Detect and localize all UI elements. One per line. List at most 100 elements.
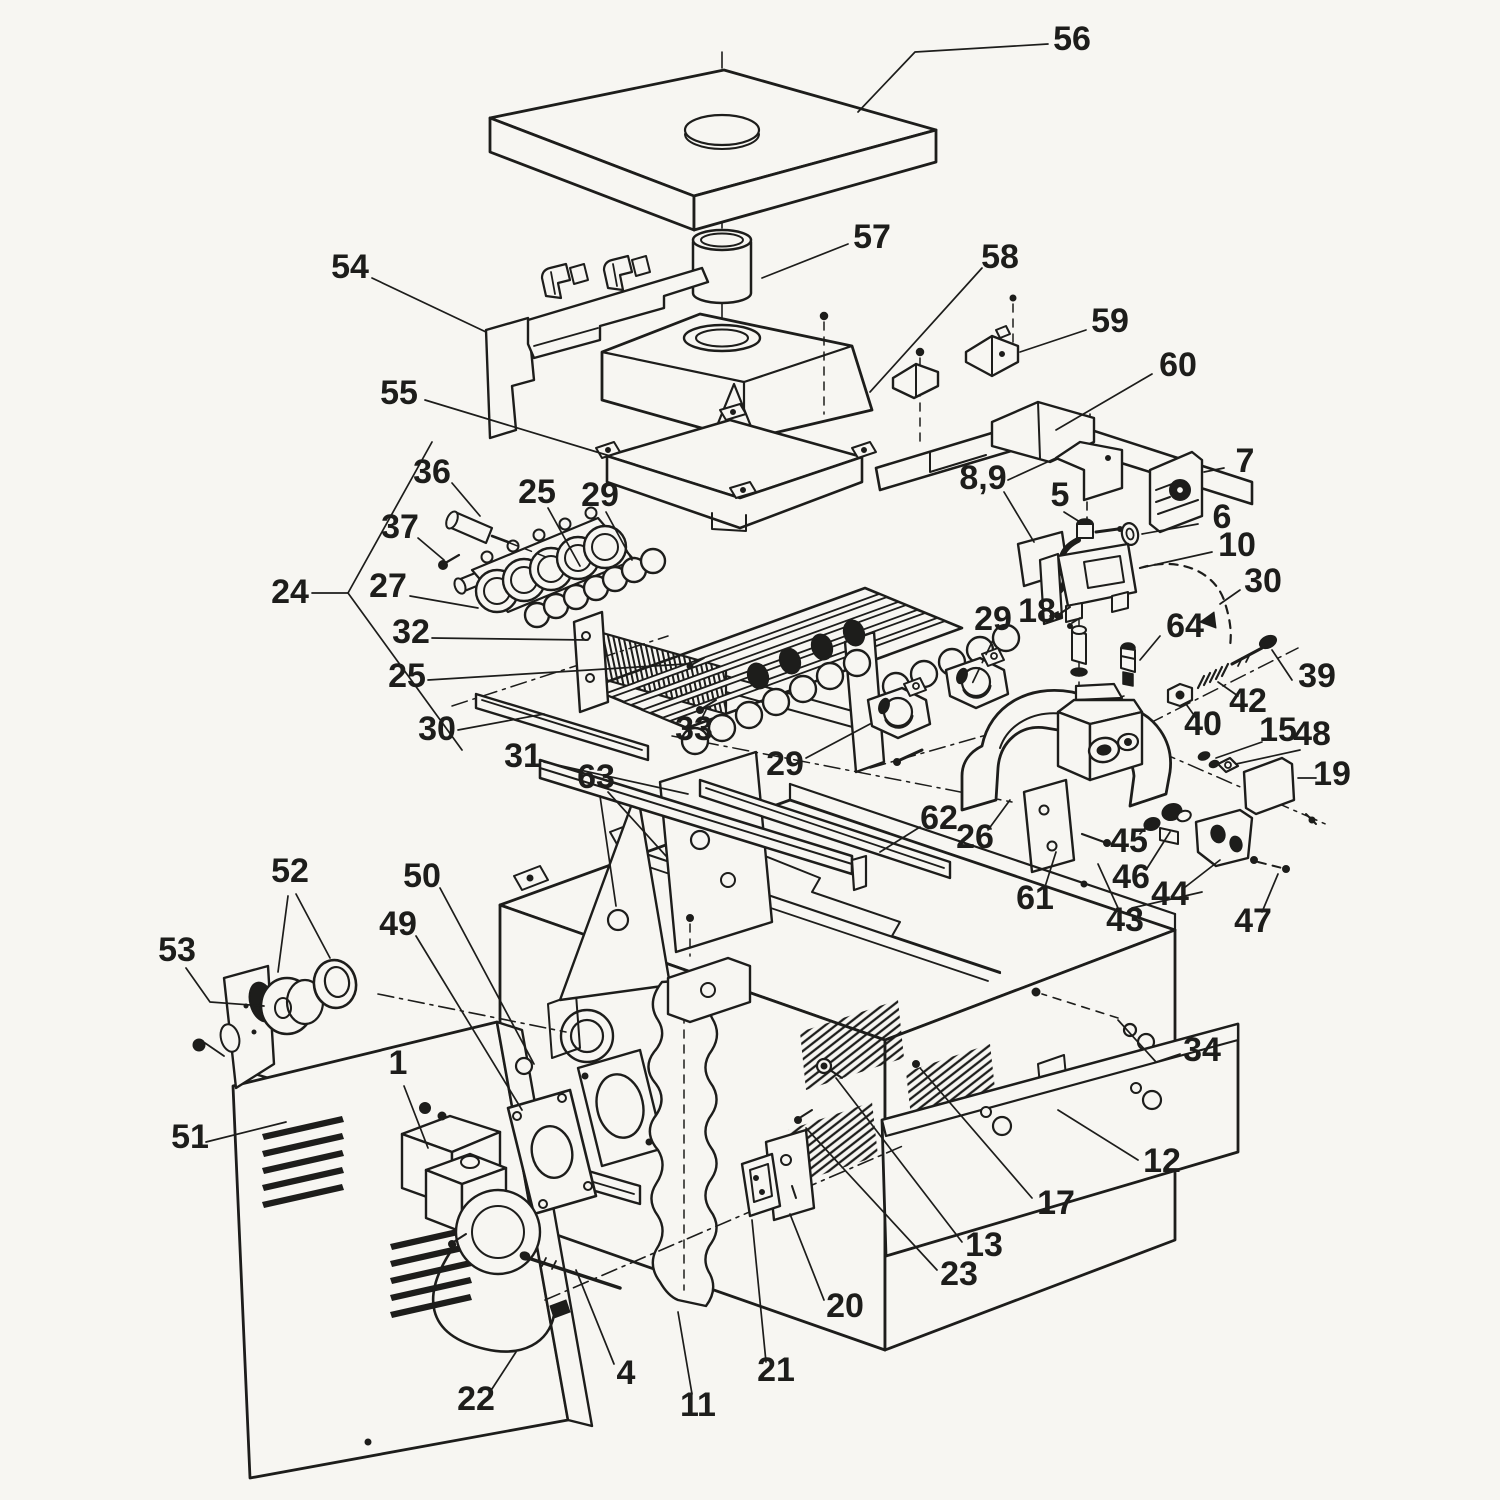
part-burner-manifold bbox=[438, 506, 667, 629]
callout-51 bbox=[205, 1121, 287, 1143]
part-top-panel-56 bbox=[488, 68, 938, 232]
part-label-32: 32 bbox=[392, 613, 430, 651]
part-label-17: 17 bbox=[1037, 1184, 1075, 1222]
callout-8,9 bbox=[1003, 457, 1057, 543]
part-label-52: 52 bbox=[271, 852, 309, 890]
part-label-21: 21 bbox=[757, 1351, 795, 1389]
callout-29-2 bbox=[971, 639, 994, 685]
callout-18 bbox=[1049, 611, 1059, 617]
part-switch-parts-13-20-21-23 bbox=[544, 1057, 906, 1301]
part-label-36: 36 bbox=[413, 453, 451, 491]
callout-13 bbox=[835, 1077, 963, 1243]
part-rail-62 bbox=[698, 778, 952, 880]
part-label-61: 61 bbox=[1016, 879, 1054, 917]
callout-20 bbox=[789, 1213, 825, 1301]
part-label-18: 18 bbox=[1018, 592, 1056, 630]
callout-21 bbox=[751, 1219, 767, 1363]
part-label-4: 4 bbox=[617, 1354, 636, 1392]
callout-45 bbox=[1139, 819, 1153, 835]
callout-4 bbox=[575, 1269, 615, 1365]
callout-27 bbox=[409, 595, 479, 609]
part-label-12: 12 bbox=[1143, 1142, 1181, 1180]
callout-59 bbox=[1019, 329, 1087, 353]
callout-24 bbox=[311, 441, 463, 751]
part-label-25-2: 25 bbox=[388, 657, 426, 695]
callout-50 bbox=[439, 887, 535, 1065]
part-collector-box-55 bbox=[595, 403, 877, 532]
part-label-11: 11 bbox=[680, 1386, 716, 1424]
part-label-10: 10 bbox=[1218, 526, 1256, 564]
part-label-42: 42 bbox=[1229, 682, 1267, 720]
part-label-62: 62 bbox=[920, 799, 958, 837]
callout-17 bbox=[919, 1067, 1033, 1199]
callout-31 bbox=[543, 761, 689, 795]
part-pressure-switch-43-47 bbox=[1143, 802, 1290, 873]
callout-64 bbox=[1139, 635, 1161, 661]
part-burner-brackets-29 bbox=[866, 647, 1010, 740]
part-heat-exchanger-33 bbox=[572, 586, 1021, 774]
callout-49 bbox=[415, 935, 523, 1111]
callout-39 bbox=[1271, 649, 1293, 681]
callout-46 bbox=[1145, 831, 1171, 871]
part-label-53: 53 bbox=[158, 931, 196, 969]
part-burner-assembly-1 bbox=[400, 1056, 622, 1353]
part-gasket-11 bbox=[647, 914, 752, 1308]
part-rails-30-31 bbox=[474, 692, 868, 892]
callout-10 bbox=[1139, 551, 1213, 569]
callout-63 bbox=[599, 791, 667, 907]
part-label-22: 22 bbox=[457, 1380, 495, 1418]
part-tube-30-and-64 bbox=[1070, 563, 1232, 687]
callout-34 bbox=[1117, 1019, 1181, 1063]
part-label-44: 44 bbox=[1151, 875, 1189, 913]
part-pilot-burner-5-6-10-18 bbox=[1038, 518, 1140, 629]
part-side-panel-12 bbox=[880, 1022, 1240, 1258]
callout-22 bbox=[489, 1351, 517, 1393]
callout-29-3 bbox=[805, 723, 871, 759]
part-label-49: 49 bbox=[379, 905, 417, 943]
part-label-8,9: 8,9 bbox=[959, 459, 1006, 497]
part-label-40: 40 bbox=[1184, 705, 1222, 743]
part-label-24: 24 bbox=[271, 573, 309, 611]
callout-15 bbox=[1215, 741, 1263, 759]
leaders-layer bbox=[185, 43, 1317, 1395]
part-label-23: 23 bbox=[940, 1255, 978, 1293]
callout-33 bbox=[699, 709, 707, 723]
callout-30-2 bbox=[1219, 589, 1241, 605]
part-label-29-2: 29 bbox=[974, 600, 1012, 638]
part-label-55: 55 bbox=[380, 374, 418, 412]
callout-52 bbox=[277, 893, 331, 973]
part-label-31: 31 bbox=[504, 737, 542, 775]
part-label-45: 45 bbox=[1110, 822, 1148, 860]
part-label-50: 50 bbox=[403, 857, 441, 895]
part-label-6: 6 bbox=[1213, 498, 1232, 536]
part-label-57: 57 bbox=[853, 218, 891, 256]
callout-53 bbox=[185, 967, 265, 1007]
part-label-30-1: 30 bbox=[418, 710, 456, 748]
part-label-19: 19 bbox=[1313, 755, 1351, 793]
part-label-20: 20 bbox=[826, 1287, 864, 1325]
callout-55 bbox=[424, 399, 611, 457]
part-label-33: 33 bbox=[675, 710, 713, 748]
callout-62 bbox=[879, 826, 921, 853]
callout-40 bbox=[1185, 703, 1197, 719]
callout-30-1 bbox=[457, 713, 545, 731]
part-label-48: 48 bbox=[1293, 715, 1331, 753]
part-label-54: 54 bbox=[331, 248, 369, 286]
part-label-56: 56 bbox=[1053, 20, 1091, 58]
callout-42 bbox=[1217, 681, 1239, 697]
callout-12 bbox=[1057, 1109, 1139, 1161]
callout-5 bbox=[1063, 511, 1081, 523]
callout-56 bbox=[857, 43, 1049, 113]
callout-57 bbox=[761, 243, 849, 279]
part-label-15: 15 bbox=[1259, 711, 1297, 749]
part-label-29-3: 29 bbox=[766, 745, 804, 783]
callout-36 bbox=[451, 482, 481, 517]
part-label-13: 13 bbox=[965, 1226, 1003, 1264]
part-label-64: 64 bbox=[1166, 607, 1204, 645]
part-bracket-54 bbox=[484, 266, 710, 440]
part-plate-7 bbox=[1148, 450, 1204, 534]
callout-60 bbox=[1055, 373, 1153, 431]
part-label-1: 1 bbox=[389, 1044, 408, 1082]
